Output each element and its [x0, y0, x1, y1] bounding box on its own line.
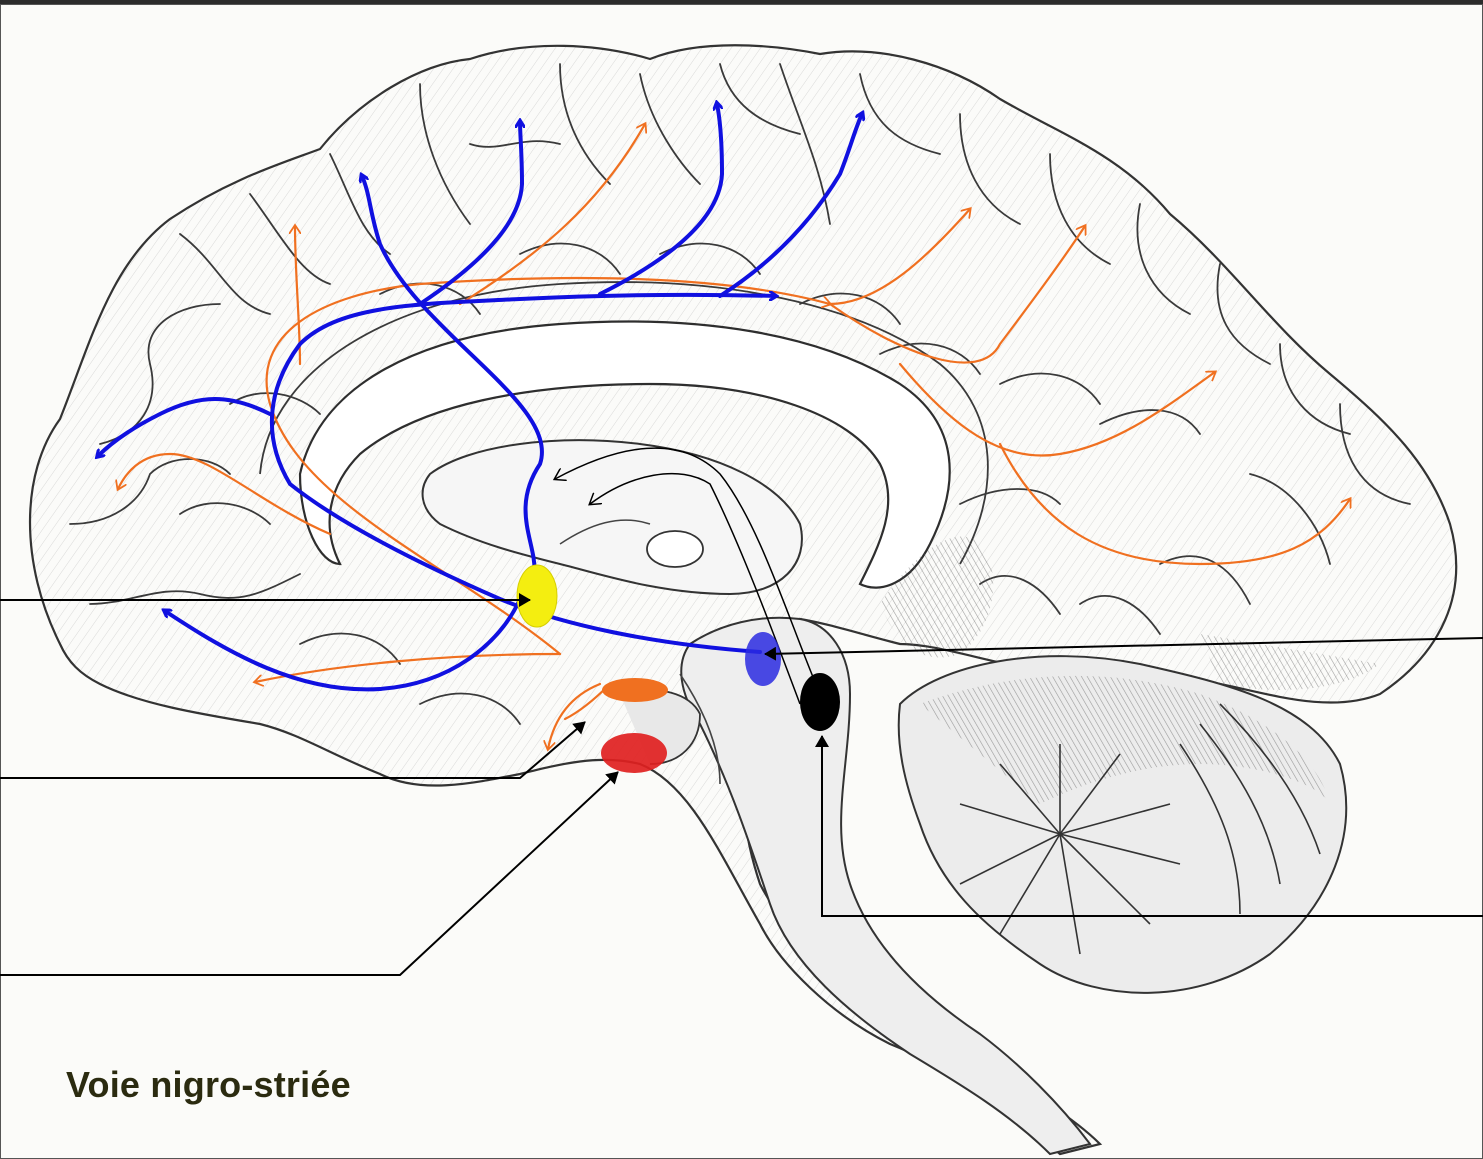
diagram-caption: Voie nigro-striée: [66, 1064, 351, 1106]
hypothalamus-marker: [602, 678, 668, 702]
cerebellum: [899, 656, 1346, 993]
substantia-nigra-marker: [800, 673, 840, 731]
ventral-tegmental-area-marker: [745, 632, 781, 686]
brain-sagittal-diagram: [0, 4, 1483, 1159]
nucleus-accumbens-marker: [517, 565, 557, 627]
label-slot-left-bottom: [0, 772, 618, 975]
pituitary-marker: [601, 733, 667, 773]
